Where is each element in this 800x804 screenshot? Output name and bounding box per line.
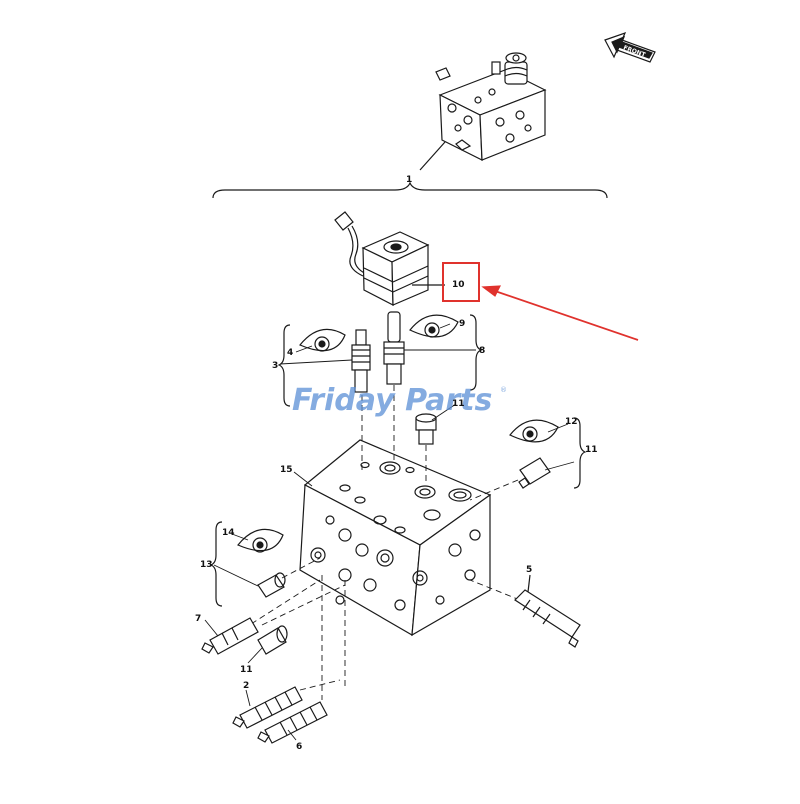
bracket-13 [209,521,223,607]
callout-3: 3 [272,361,278,371]
callout-13: 13 [200,560,213,570]
callout-15: 15 [280,465,293,475]
cartridge-valve-3-illustration [351,329,371,393]
callout-11-lower: 11 [240,665,253,675]
callout-14: 14 [222,528,235,538]
callout-leader-lines [204,323,575,741]
callout-10: 10 [452,280,465,290]
callout-9: 9 [459,319,465,329]
assembled-valve-illustration [419,52,547,171]
cartridge-valve-8-illustration [383,311,405,385]
bracket-11-right [573,417,587,489]
manifold-block-15-illustration [299,439,492,637]
plug-13-illustration [257,572,286,598]
seal-kit-4-illustration [299,328,346,352]
seal-kit-14-illustration [237,528,284,553]
seal-kit-9-illustration [409,314,459,338]
solenoid-coil-illustration [334,211,445,306]
valve-5-illustration [514,574,581,648]
front-arrow: FRONT [604,31,656,63]
callout-11-right: 11 [585,445,598,455]
callout-2: 2 [243,681,249,691]
callout-1: 1 [406,175,412,185]
valve-2-illustration [232,686,303,729]
assembly-guide-lines [225,385,521,700]
valve-7-illustration [201,617,259,655]
seal-kit-12-illustration [509,419,559,443]
callout-12: 12 [565,417,578,427]
plug-11-upper-illustration [415,413,437,445]
plug-11-right-illustration [518,457,551,489]
plug-11-lower-illustration [257,625,288,655]
bracket-3 [277,324,291,407]
callout-6: 6 [296,742,302,752]
watermark: Friday Parts ® [292,383,507,418]
callout-7: 7 [195,614,201,624]
watermark-text: Friday Parts [292,383,492,418]
callout-8: 8 [479,346,485,356]
callout-10-highlight-box [442,262,480,302]
callout-5: 5 [526,565,532,575]
bracket-8 [469,314,483,391]
assembly-brace [212,181,608,199]
callout-11-upper: 11 [452,399,465,409]
watermark-registered-mark: ® [500,386,507,394]
red-pointer-arrow [491,289,639,341]
valve-6-illustration [257,701,328,744]
callout-4: 4 [287,348,293,358]
